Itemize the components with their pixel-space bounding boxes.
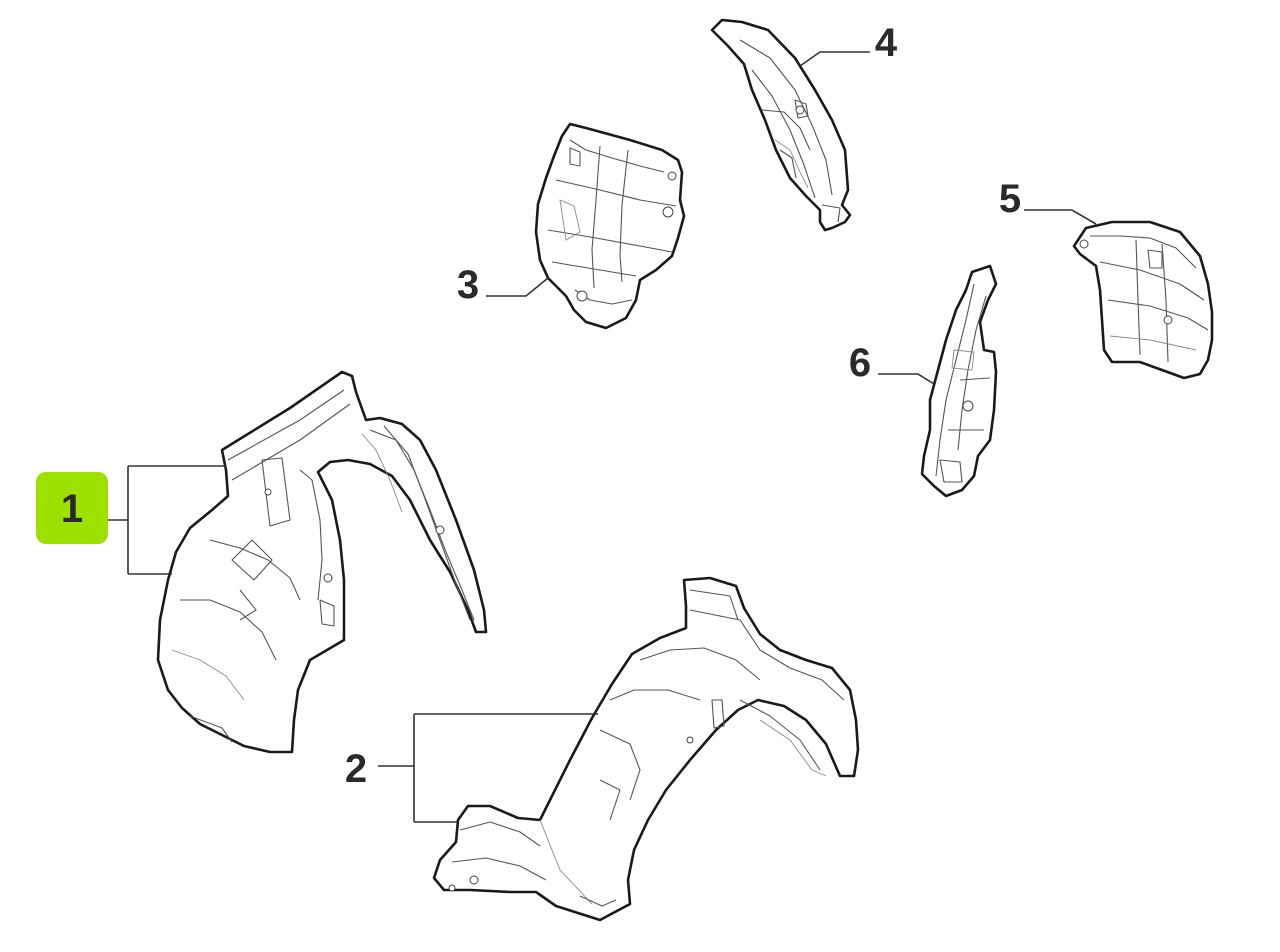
- callout-2-label: 2: [345, 747, 367, 791]
- callout-5-label: 5: [999, 177, 1021, 221]
- part-6-drawing: [920, 264, 998, 498]
- leader-line-4: [799, 51, 870, 67]
- part-2-drawing: [432, 576, 860, 922]
- leader-line-5: [1024, 209, 1097, 225]
- leader-line-1: [108, 465, 226, 575]
- part-4-drawing: [710, 18, 852, 232]
- callout-3-label: 3: [457, 263, 479, 307]
- leader-line-6: [878, 373, 935, 385]
- leader-lines: [108, 51, 1097, 823]
- part-5-drawing: [1072, 220, 1214, 380]
- part-3-drawing: [534, 122, 686, 330]
- callout-6[interactable]: 6: [849, 341, 871, 385]
- callout-4-label: 4: [875, 21, 898, 65]
- callout-4[interactable]: 4: [875, 21, 898, 65]
- callout-2[interactable]: 2: [345, 747, 367, 791]
- callout-1-highlight-box: [36, 472, 108, 544]
- callout-1[interactable]: 1: [36, 472, 108, 544]
- callout-6-label: 6: [849, 341, 871, 385]
- callout-3[interactable]: 3: [457, 263, 479, 307]
- callout-1-label: 1: [61, 487, 83, 531]
- leader-line-2: [378, 713, 598, 823]
- leader-line-3: [486, 277, 549, 297]
- part-1-drawing: [156, 370, 488, 754]
- callout-5[interactable]: 5: [999, 177, 1021, 221]
